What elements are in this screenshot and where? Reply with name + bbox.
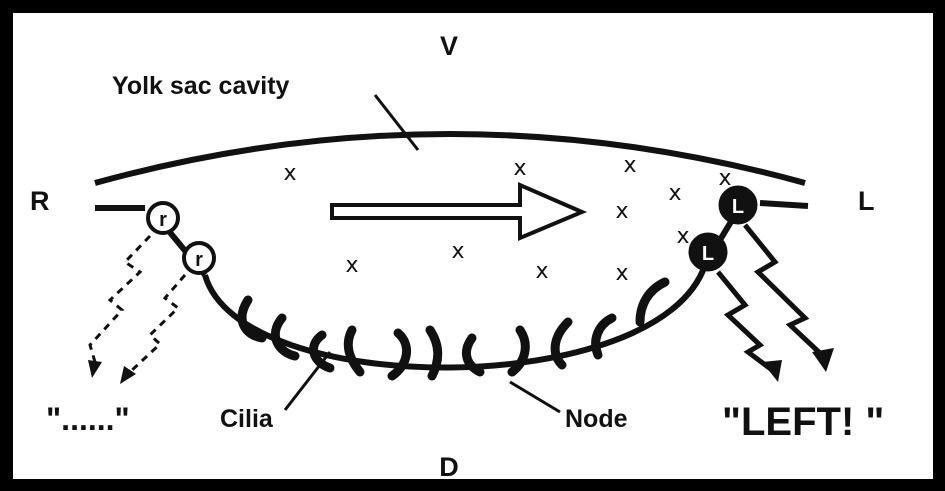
- node-pointer: [509, 380, 561, 414]
- right-signal-label: "......": [46, 401, 130, 437]
- weak-signal-arrowhead: [88, 360, 102, 378]
- cilium: [237, 295, 267, 343]
- weak-signal-path: [88, 234, 152, 363]
- cilium: [591, 313, 617, 360]
- receptor-right-lower: r: [182, 241, 216, 275]
- strong-signal-arrowhead: [812, 348, 834, 372]
- cilium: [425, 325, 443, 381]
- nodal-flow-arrow: [330, 181, 588, 242]
- cilium: [461, 333, 485, 377]
- particle: x: [623, 153, 636, 178]
- ventral-label: V: [440, 31, 458, 61]
- cilia-pointer: [283, 351, 332, 411]
- particle: x: [668, 181, 681, 206]
- particle: x: [513, 156, 526, 181]
- cilium: [309, 330, 335, 373]
- strong-signal-path: [716, 270, 774, 372]
- cilium: [550, 317, 573, 370]
- receptor-glyph: L: [732, 196, 744, 218]
- receptor-glyph: r: [195, 249, 203, 271]
- particle: x: [283, 161, 296, 186]
- receptor-glyph: L: [702, 243, 714, 265]
- weak-signal-arrowhead: [120, 366, 136, 384]
- left-side-label: L: [858, 186, 875, 216]
- weak-signal-path: [128, 274, 187, 374]
- cilium: [387, 328, 411, 381]
- dorsal-label: D: [439, 452, 459, 482]
- particle: x: [615, 199, 628, 224]
- receptor-glyph: r: [159, 209, 167, 231]
- particle: x: [718, 166, 731, 191]
- node-floor-left-stub: [759, 200, 809, 209]
- particle: x: [451, 239, 464, 264]
- cilium: [635, 277, 670, 327]
- receptor-left-lower: L: [688, 232, 728, 272]
- strong-signal-path: [743, 223, 824, 357]
- yolk-sac-membrane: [94, 131, 806, 186]
- left-signal-label: "LEFT! ": [722, 400, 884, 444]
- diagram-panel: [13, 13, 933, 479]
- particle: x: [535, 259, 548, 284]
- cilia: [237, 277, 670, 381]
- cilium: [343, 325, 365, 377]
- particle: x: [345, 253, 358, 278]
- yolk-sac-label: Yolk sac cavity: [112, 72, 290, 100]
- receptor-right-upper: r: [146, 201, 180, 235]
- right-side-label: R: [30, 186, 50, 216]
- receptor-left-upper: L: [718, 185, 758, 225]
- yolk-sac-pointer: [373, 94, 420, 151]
- particle: x: [676, 224, 689, 249]
- cilia-label: Cilia: [220, 405, 274, 433]
- cilium: [270, 313, 300, 361]
- strong-signal-arrowhead: [762, 360, 782, 382]
- cilium: [507, 325, 530, 377]
- particle: x: [615, 261, 628, 286]
- node-label: Node: [565, 405, 628, 433]
